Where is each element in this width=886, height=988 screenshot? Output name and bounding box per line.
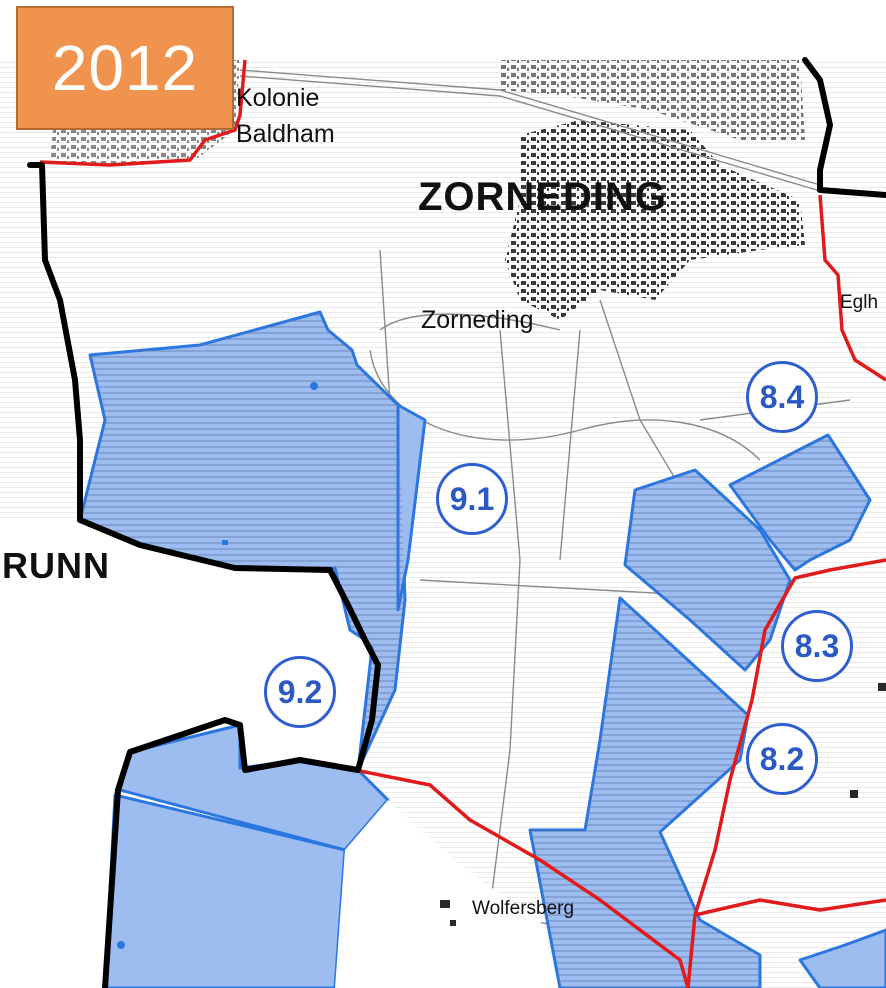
place-label-zorneding-village: Zorneding <box>421 306 534 334</box>
place-label-brunn: RUNN <box>2 545 110 586</box>
zone-polygon-southeast <box>798 928 886 988</box>
place-label-zorneding-town: ZORNEDING <box>418 175 667 219</box>
year-badge: 2012 <box>16 6 234 130</box>
municipal-border <box>27 57 886 988</box>
zone-label-8-2[interactable]: 8.2 <box>746 723 818 795</box>
place-label-kolonie: Kolonie <box>236 84 320 112</box>
place-label-wolfersberg: Wolfersberg <box>472 898 575 919</box>
zone-label-9-2[interactable]: 9.2 <box>264 656 336 728</box>
zorneding-settlement <box>505 120 805 320</box>
north-settlement <box>500 60 805 140</box>
place-label-baldham: Baldham <box>236 120 335 148</box>
zone-label-8-3[interactable]: 8.3 <box>781 610 853 682</box>
zone-label-9-1[interactable]: 9.1 <box>436 463 508 535</box>
zone-label-8-4[interactable]: 8.4 <box>746 361 818 433</box>
district-border <box>39 59 886 988</box>
place-label-eglharting: Eglh <box>840 292 879 313</box>
outside-area <box>0 520 378 988</box>
